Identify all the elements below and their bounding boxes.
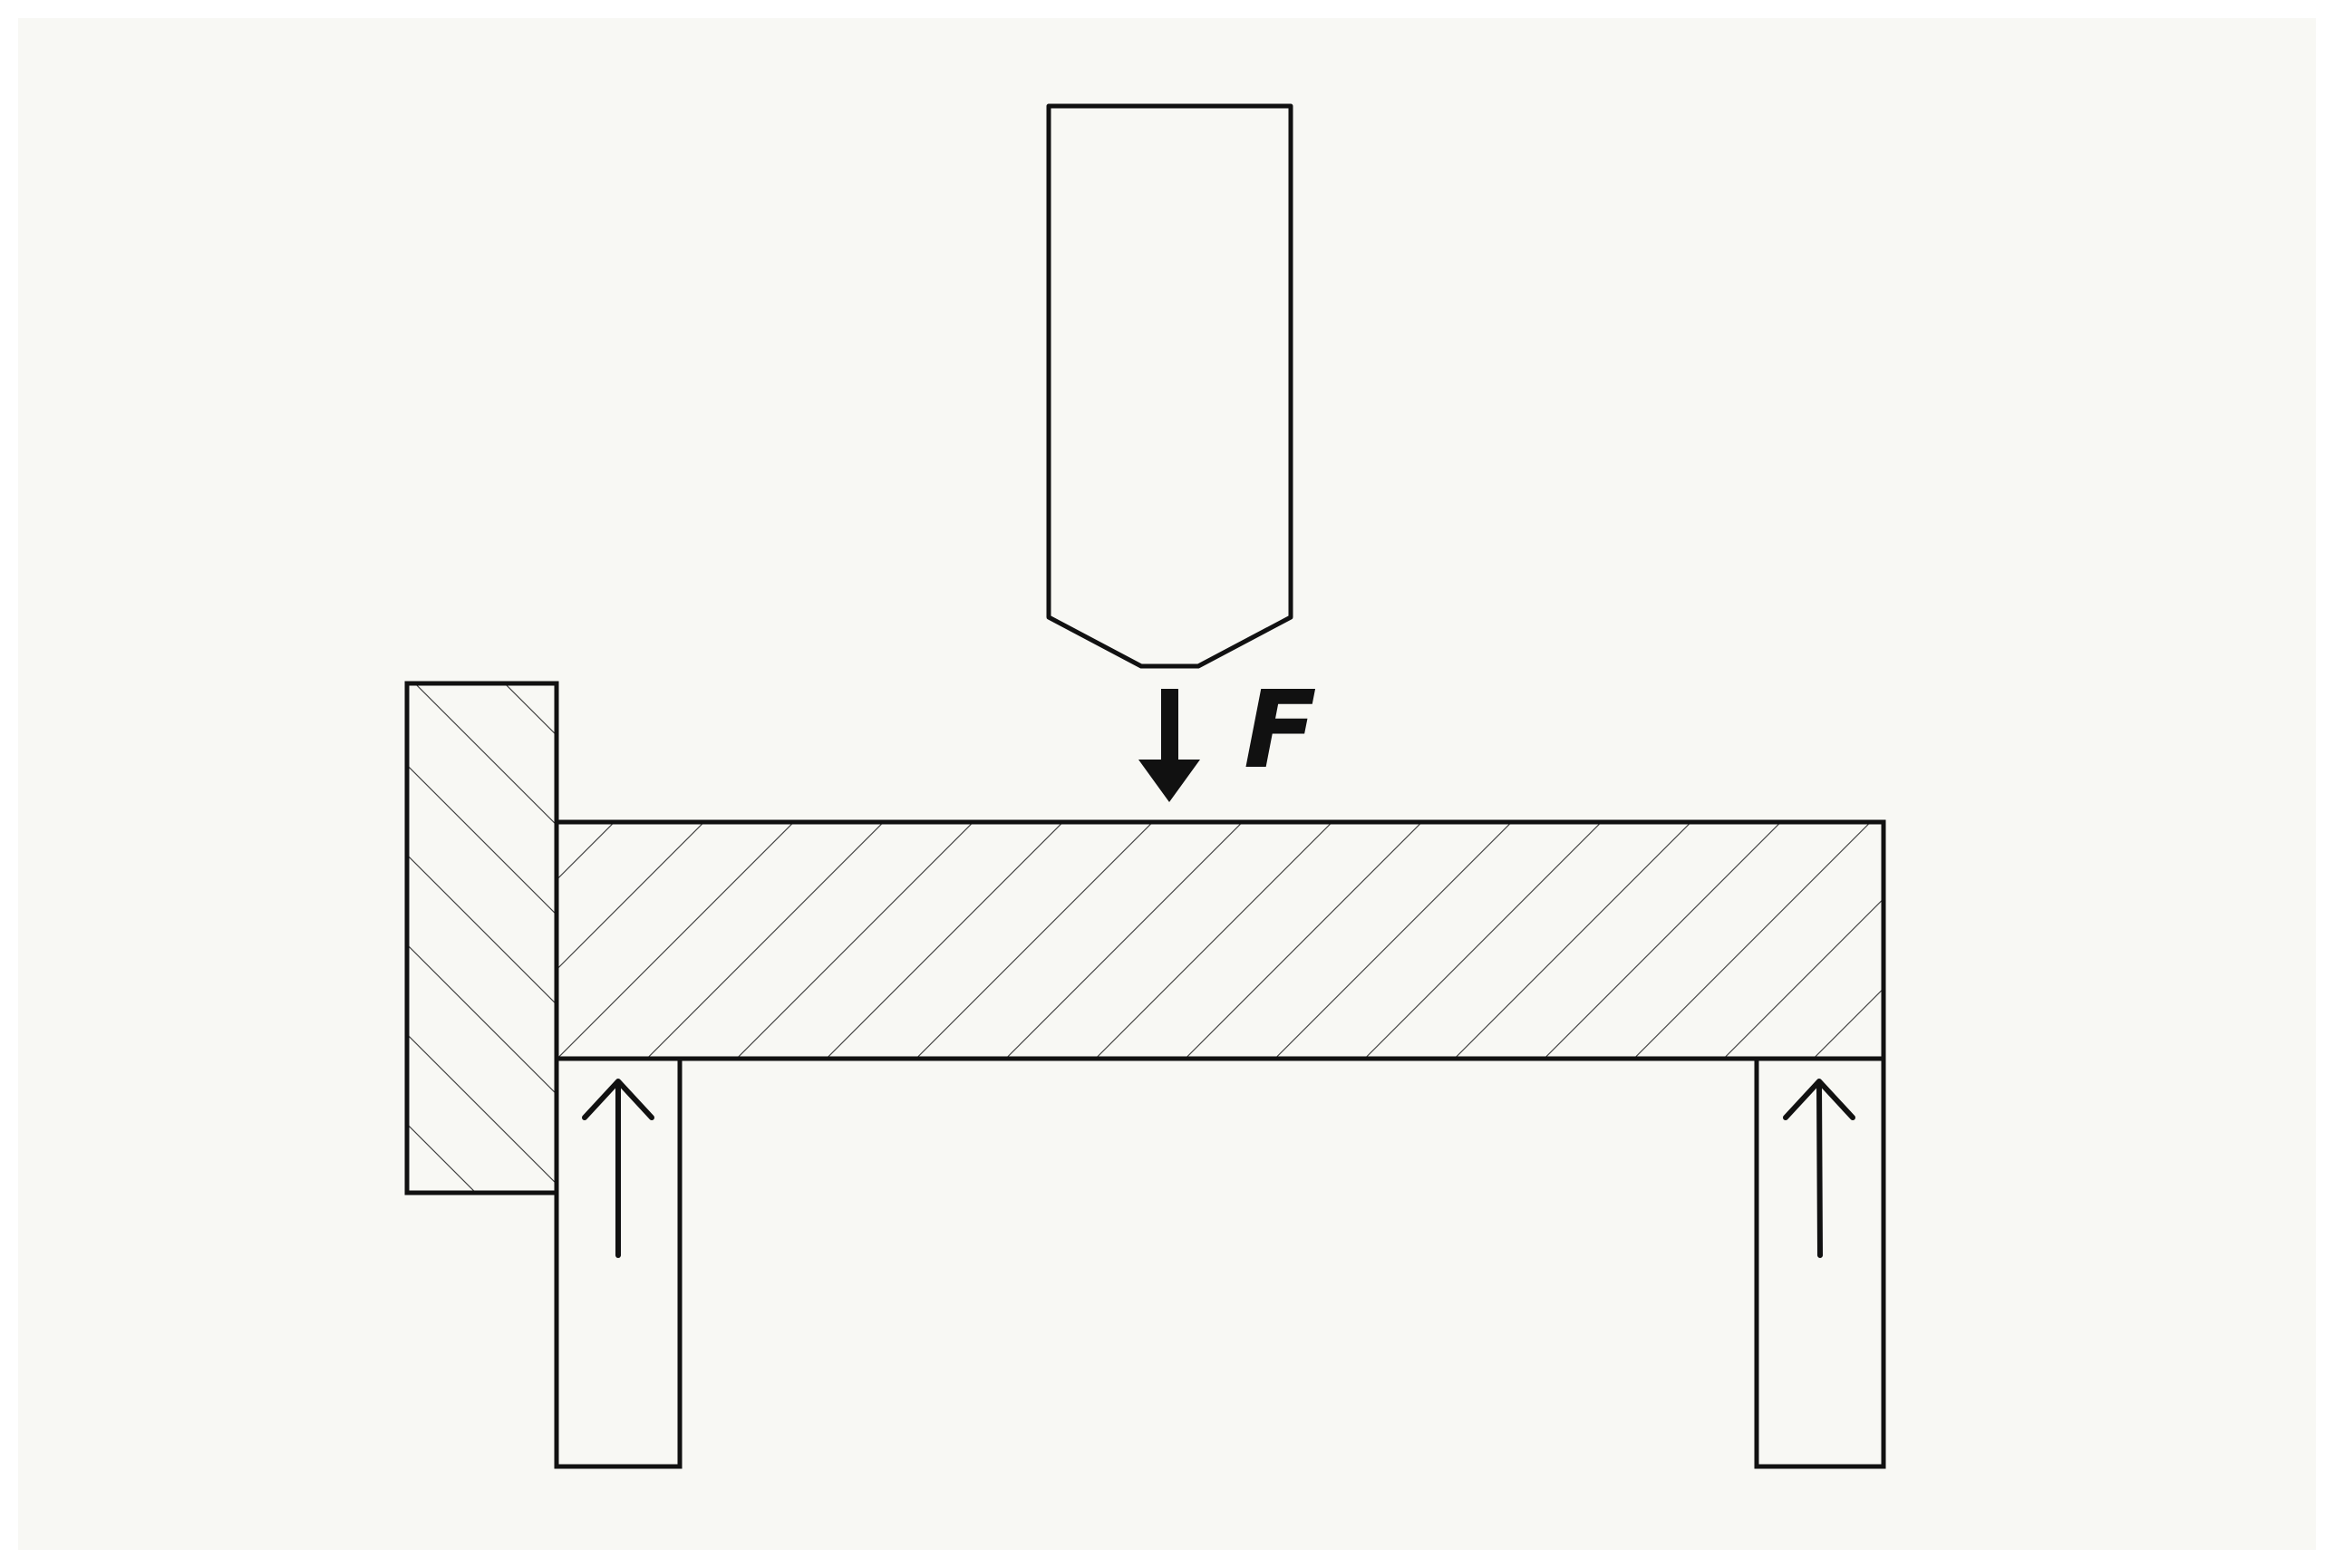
beam-specimen (554, 819, 1886, 1061)
loading-punch (1046, 103, 1293, 669)
right-reaction-arrow (1783, 1079, 1855, 1258)
left-reaction-arrow (582, 1079, 654, 1258)
left-clamp-block (404, 681, 559, 1195)
applied-force-arrow (1138, 689, 1200, 802)
force-label: F (1244, 667, 1317, 792)
